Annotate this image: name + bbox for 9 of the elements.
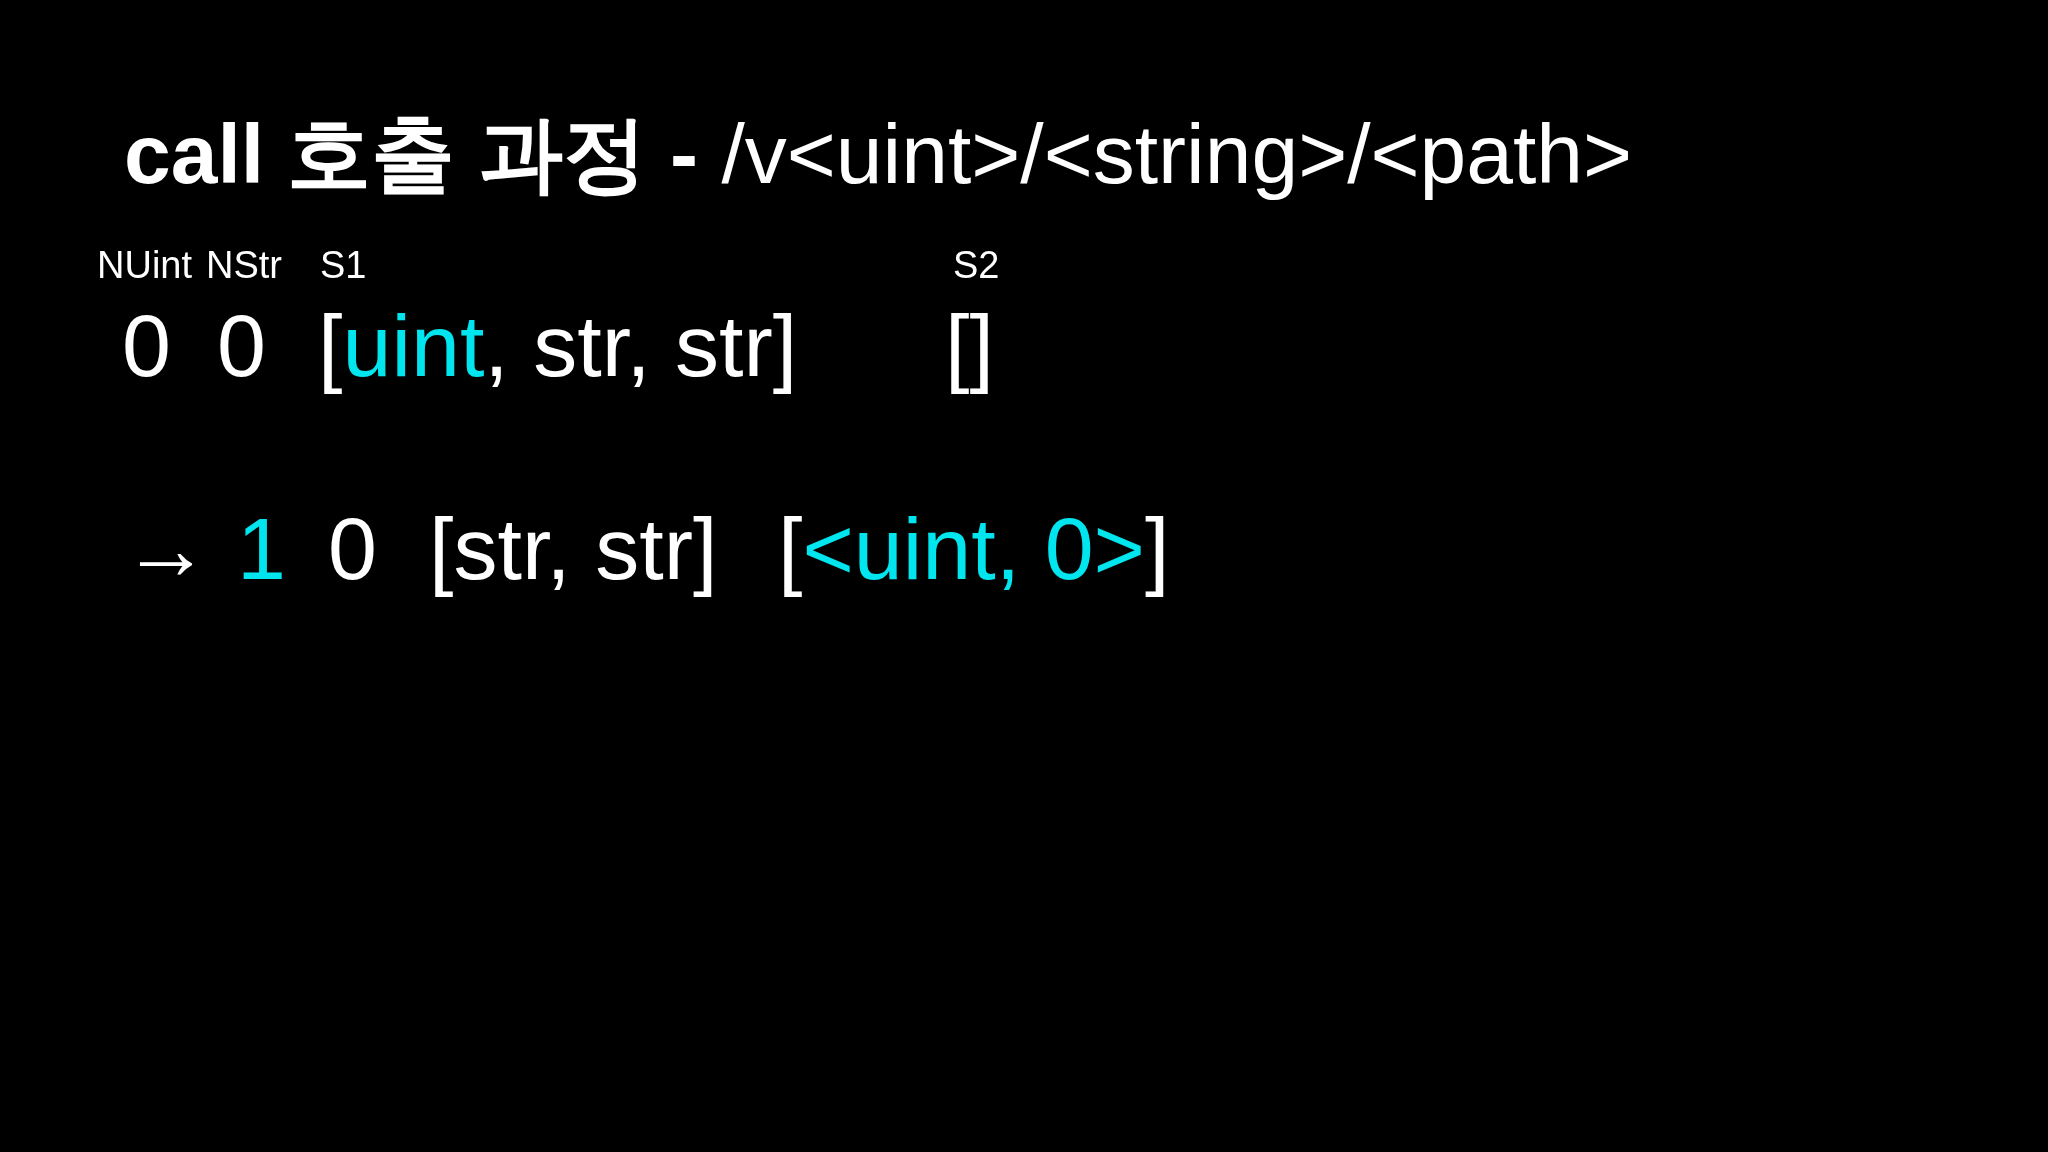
column-header: S2: [953, 246, 1000, 284]
column-header: S1: [320, 246, 367, 284]
transition-arrow: →: [122, 505, 210, 593]
column-header: NUint: [97, 246, 193, 284]
counter-value: 1: [237, 505, 286, 593]
counter-value: 0: [122, 302, 171, 390]
counter-value: 0: [217, 302, 266, 390]
column-header: NStr: [206, 246, 282, 284]
counter-value: 0: [328, 505, 377, 593]
